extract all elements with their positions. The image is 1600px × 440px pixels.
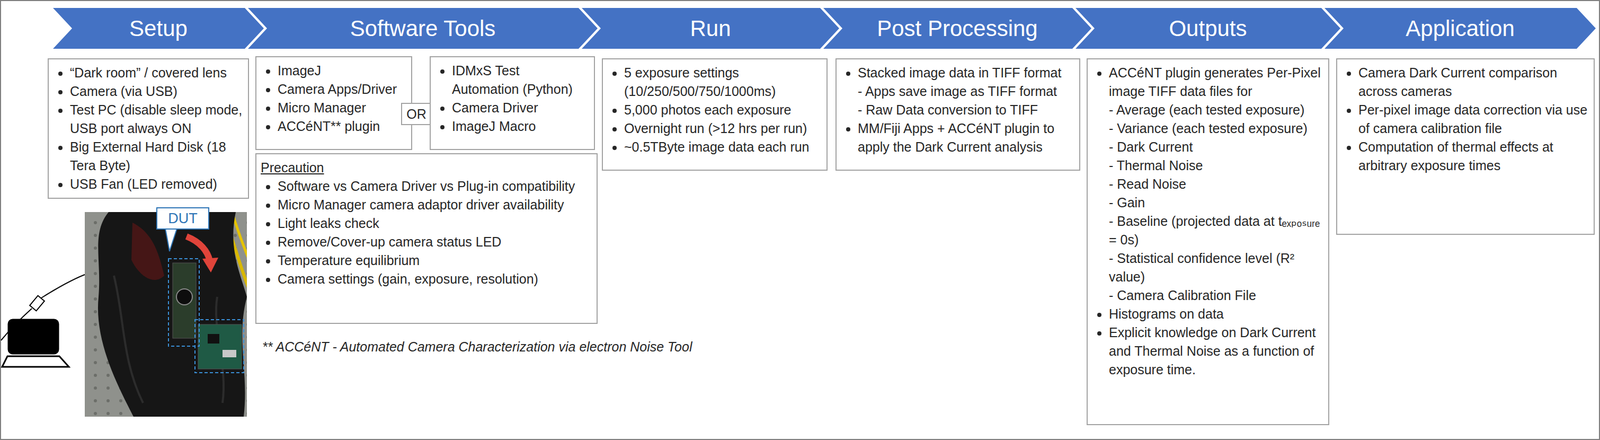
bullet-text: Test PC (disable sleep mode, USB port al… (69, 100, 243, 138)
bullet-text: MM/Fiji Apps + ACCéNT plugin to apply th… (857, 119, 1074, 157)
bullet-text: Micro Manager camera adaptor driver avai… (277, 195, 592, 215)
info-box: 5 exposure settings (10/250/500/750/1000… (601, 58, 828, 171)
bullet-text: Camera Driver (451, 98, 589, 118)
bullet-text: Temperature equilibrium (277, 251, 592, 270)
sub-item-text: - Apps save image as TIFF format (857, 82, 1074, 101)
stage-title: Setup (52, 7, 264, 49)
info-box: “Dark room” / covered lensCamera (via US… (47, 58, 250, 199)
stage-title: Software Tools (247, 7, 598, 49)
callout-box: DUT (156, 207, 210, 230)
chevron-fill (581, 7, 840, 49)
chevron-fill (823, 7, 1092, 49)
sub-item-text: - Camera Calibration File (1108, 286, 1323, 305)
camera-board (172, 262, 197, 339)
black-cloth (98, 211, 247, 417)
sub-item-text: - Thermal Noise (1108, 156, 1323, 175)
bullet-text: Per-pixel image data correction via use … (1358, 100, 1589, 138)
info-box: IDMxS Test Automation (Python)Camera Dri… (429, 56, 595, 150)
bullet-text: Camera Dark Current comparison across ca… (1358, 63, 1589, 101)
sub-item-text: - Baseline (projected data at tₑₓₚₒₛᵤᵣₑ … (1108, 211, 1323, 250)
stage-title: Outputs (1075, 7, 1341, 49)
cloth-fold (131, 222, 165, 280)
bullet-text: Micro Manager (277, 98, 406, 118)
sub-item-text: - Average (each tested exposure) (1108, 100, 1323, 120)
stage-chevron: Post Processing (823, 7, 1092, 49)
stage-title: Run (581, 7, 840, 49)
bullet-text: Camera (via USB) (69, 82, 243, 101)
connector (222, 349, 237, 358)
bullet-text: IDMxS Test Automation (Python) (451, 61, 589, 99)
sub-item-text: - Raw Data conversion to TIFF (857, 100, 1074, 120)
bullet-text: “Dark room” / covered lens (69, 63, 243, 83)
usb-cable (1, 308, 32, 341)
stage-title: Post Processing (823, 7, 1092, 49)
photo-table (84, 211, 247, 417)
bullet-text: ~0.5TByte image data each run (624, 137, 822, 157)
bullet-text: Light leaks check (277, 214, 592, 233)
stage-chevron: Software Tools (247, 7, 598, 49)
sub-item-text: - Read Noise (1108, 174, 1323, 194)
bullet-text: Camera Apps/Driver (277, 80, 406, 99)
bullet-text: Stacked image data in TIFF format (857, 63, 1074, 83)
callout-tail (165, 228, 177, 252)
bullet-text: Remove/Cover-up camera status LED (277, 232, 592, 252)
info-box: Camera Dark Current comparison across ca… (1336, 58, 1595, 235)
camera-lens (176, 288, 193, 305)
bullet-text: Camera settings (gain, exposure, resolut… (277, 269, 592, 289)
heading-text: Precaution (260, 158, 592, 177)
footnote: ** ACCéNT - Automated Camera Characteriz… (262, 339, 692, 355)
bullet-text: ACCéNT** plugin (277, 117, 406, 136)
bullet-text: ImageJ Macro (451, 117, 589, 136)
bullet-text: Overnight run (>12 hrs per run) (624, 119, 822, 138)
stage-chevron: Application (1324, 7, 1596, 49)
bullet-text: Explicit knowledge on Dark Current and T… (1108, 323, 1323, 379)
stage-chevron: Run (581, 7, 840, 49)
sub-item-text: - Gain (1108, 193, 1323, 212)
bullet-text: USB Fan (LED removed) (69, 174, 243, 194)
highlight-frame (194, 319, 244, 373)
interface-board (198, 324, 242, 369)
sub-item-text: - Statistical confidence level (R² value… (1108, 249, 1323, 287)
bullet-text: Histograms on data (1108, 304, 1323, 324)
chevron-fill (1324, 7, 1596, 49)
bullet-text: Software vs Camera Driver vs Plug-in com… (277, 176, 592, 196)
usb-cable (41, 274, 85, 298)
bullet-text: Computation of thermal effects at arbitr… (1358, 137, 1589, 175)
bullet-text: 5 exposure settings (10/250/500/750/1000… (624, 63, 822, 101)
highlight-frame (168, 258, 200, 346)
sub-item-text: - Variance (each tested exposure) (1108, 119, 1323, 138)
bullet-text: Big External Hard Disk (18 Tera Byte) (69, 137, 243, 175)
bullet-text: ACCéNT plugin generates Per-Pixel image … (1108, 63, 1323, 101)
or-box: OR (401, 102, 432, 126)
stage-chevron: Setup (52, 7, 264, 49)
laptop-base (2, 356, 69, 367)
info-box: ACCéNT plugin generates Per-Pixel image … (1086, 58, 1330, 425)
red-arrow (186, 236, 210, 261)
chevron-fill (247, 7, 598, 49)
info-box: PrecautionSoftware vs Camera Driver vs P… (255, 153, 598, 324)
info-box: Stacked image data in TIFF format- Apps … (835, 58, 1081, 171)
chevron-fill (52, 7, 264, 49)
bullet-text: ImageJ (277, 61, 406, 80)
breadboard-holes (84, 211, 247, 417)
sub-item-text: - Dark Current (1108, 137, 1323, 157)
cloth-fold (113, 275, 144, 403)
laptop-screen (8, 319, 59, 354)
bullet-text: 5,000 photos each exposure (624, 100, 822, 120)
callout-text: DUT (167, 210, 198, 227)
chip (207, 333, 220, 344)
info-box: ImageJCamera Apps/DriverMicro ManagerACC… (255, 56, 413, 150)
red-arrow-head (202, 257, 219, 273)
stage-chevron: Outputs (1075, 7, 1341, 49)
chevron-fill (1075, 7, 1341, 49)
setup-photo (84, 211, 247, 417)
stage-title: Application (1324, 7, 1596, 49)
or-label: OR (406, 106, 427, 122)
